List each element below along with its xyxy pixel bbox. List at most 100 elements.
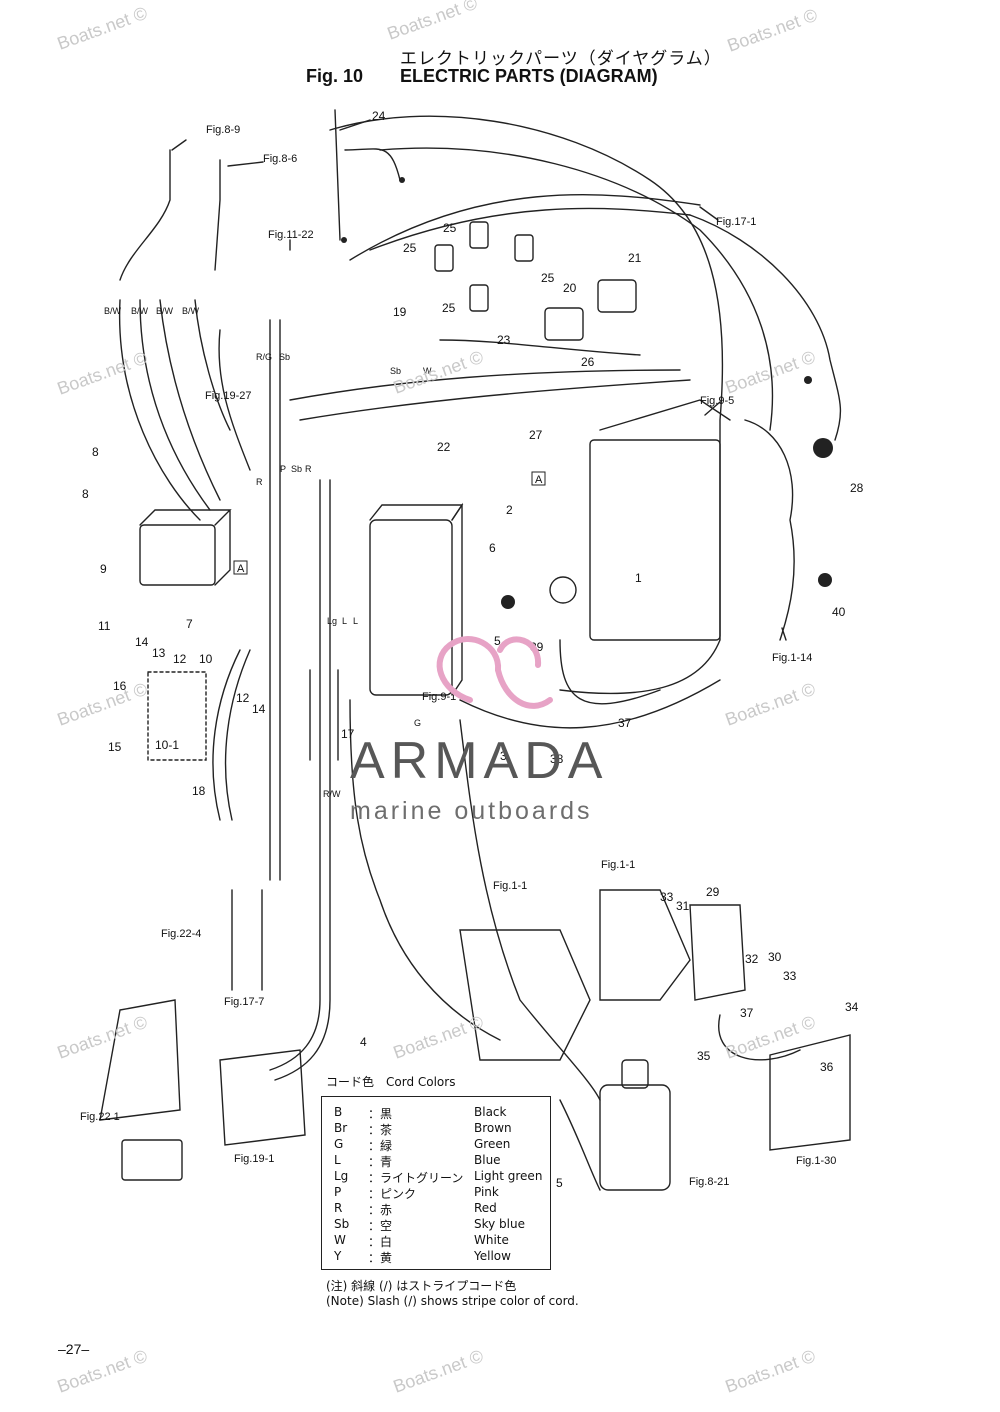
watermark: Boats.net © bbox=[391, 1012, 486, 1063]
harness-17 bbox=[309, 669, 339, 761]
logo-text: ARMADA bbox=[350, 732, 609, 790]
figure-reference: Fig.8-6 bbox=[263, 153, 297, 165]
wire bbox=[218, 329, 251, 471]
wire bbox=[118, 299, 201, 521]
wire bbox=[159, 299, 221, 501]
battery-cable bbox=[459, 719, 601, 1101]
page-title: ELECTRIC PARTS (DIAGRAM) bbox=[400, 66, 658, 86]
figure-reference: Fig.17-1 bbox=[716, 216, 756, 228]
wire-label: P bbox=[280, 464, 286, 474]
callout: 12 bbox=[173, 652, 187, 666]
plug-cap bbox=[469, 221, 489, 249]
leader bbox=[339, 119, 371, 131]
callout: 30 bbox=[768, 950, 782, 964]
watermark: Boats.net © bbox=[723, 1346, 818, 1397]
ignition-plate bbox=[599, 399, 731, 431]
watermark: Boats.net © bbox=[723, 347, 818, 398]
title-japanese: エレクトリックパーツ（ダイヤグラム） bbox=[400, 49, 722, 69]
wire-22 bbox=[299, 379, 691, 421]
main-harness bbox=[269, 479, 321, 1071]
wire-4 bbox=[349, 699, 501, 1041]
callout: 28 bbox=[850, 481, 864, 495]
wire-label: B/W bbox=[104, 306, 122, 316]
callout: 19 bbox=[393, 305, 407, 319]
figure-reference: Fig.19-1 bbox=[234, 1153, 274, 1165]
figure-reference: Fig.1-30 bbox=[796, 1155, 836, 1167]
callout: 15 bbox=[108, 740, 122, 754]
note-japanese: (注) 斜線 (/) はストライプコード色 bbox=[326, 1279, 517, 1293]
wire-label: Lg bbox=[327, 616, 337, 626]
wire-label: L bbox=[353, 616, 358, 626]
terminal bbox=[341, 237, 347, 243]
wire-24 bbox=[334, 109, 341, 241]
sensor-lead bbox=[231, 889, 263, 991]
engine-outline bbox=[379, 147, 774, 431]
figure-reference: Fig.11-22 bbox=[268, 229, 314, 241]
wire-label: W bbox=[423, 366, 432, 376]
cable-38 bbox=[459, 679, 721, 729]
lower-block bbox=[459, 929, 591, 1061]
page-number: –27– bbox=[58, 1341, 90, 1357]
callout: 36 bbox=[820, 1060, 834, 1074]
wire bbox=[214, 159, 221, 271]
wire-label: Sb bbox=[291, 464, 302, 474]
callout: 25 bbox=[541, 271, 555, 285]
callout: 37 bbox=[618, 716, 632, 730]
main-harness bbox=[274, 479, 331, 1081]
callout: 17 bbox=[341, 727, 355, 741]
armada-logo-glyph bbox=[436, 636, 553, 709]
terminal bbox=[804, 376, 812, 384]
wire-label: G bbox=[414, 718, 421, 728]
junction-box bbox=[219, 1049, 306, 1146]
callout: 33 bbox=[660, 890, 674, 904]
callout: 11 bbox=[98, 619, 111, 633]
figure-reference: Fig.8-9 bbox=[206, 124, 240, 136]
callout: 18 bbox=[192, 784, 206, 798]
wire bbox=[349, 194, 701, 261]
callout: 6 bbox=[489, 541, 496, 555]
figure-reference: Fig.19-27 bbox=[205, 390, 251, 402]
battery bbox=[121, 1139, 183, 1181]
callout: 24 bbox=[372, 109, 386, 123]
callout: 10-1 bbox=[155, 738, 179, 752]
callout: 5 bbox=[556, 1176, 563, 1190]
callout: 40 bbox=[832, 605, 846, 619]
callout: 8 bbox=[92, 445, 99, 459]
figure-reference: Fig.9-1 bbox=[422, 691, 456, 703]
watermark: Boats.net © bbox=[723, 679, 818, 730]
callout: 32 bbox=[745, 952, 759, 966]
logo-subtext: marine outboards bbox=[350, 797, 593, 825]
sensor-1 bbox=[549, 576, 577, 604]
callout: 16 bbox=[113, 679, 127, 693]
figure-reference: Fig.1-1 bbox=[601, 859, 635, 871]
wire-19 bbox=[439, 339, 641, 356]
callout: 13 bbox=[152, 646, 166, 660]
callout: 8 bbox=[82, 487, 89, 501]
callout: 34 bbox=[845, 1000, 859, 1014]
wire-label: R/W bbox=[323, 789, 341, 799]
ignition-plate bbox=[589, 439, 721, 641]
callout: 29 bbox=[706, 885, 720, 899]
callout: 26 bbox=[581, 355, 595, 369]
part-10-box bbox=[147, 671, 207, 761]
relay-plate bbox=[689, 904, 746, 1001]
callout: 31 bbox=[676, 899, 690, 913]
callout: 33 bbox=[783, 969, 797, 983]
figure-reference: Fig.8-21 bbox=[689, 1176, 729, 1188]
harness-18 bbox=[224, 649, 251, 821]
wire-label: B/W bbox=[182, 306, 200, 316]
wire-24 bbox=[344, 148, 401, 181]
rectifier bbox=[139, 509, 232, 586]
watermark: Boats.net © bbox=[55, 348, 150, 399]
starter-motor bbox=[599, 1084, 671, 1191]
watermark: Boats.net © bbox=[55, 1012, 150, 1063]
callout: 21 bbox=[628, 251, 642, 265]
wire bbox=[369, 207, 691, 251]
callout: 2 bbox=[506, 503, 513, 517]
figure-reference: Fig.1-1 bbox=[493, 880, 527, 892]
callout: 14 bbox=[135, 635, 149, 649]
callout: 14 bbox=[252, 702, 266, 716]
ignition-coil bbox=[544, 307, 584, 341]
wire bbox=[689, 214, 842, 441]
callout: 22 bbox=[437, 440, 451, 454]
